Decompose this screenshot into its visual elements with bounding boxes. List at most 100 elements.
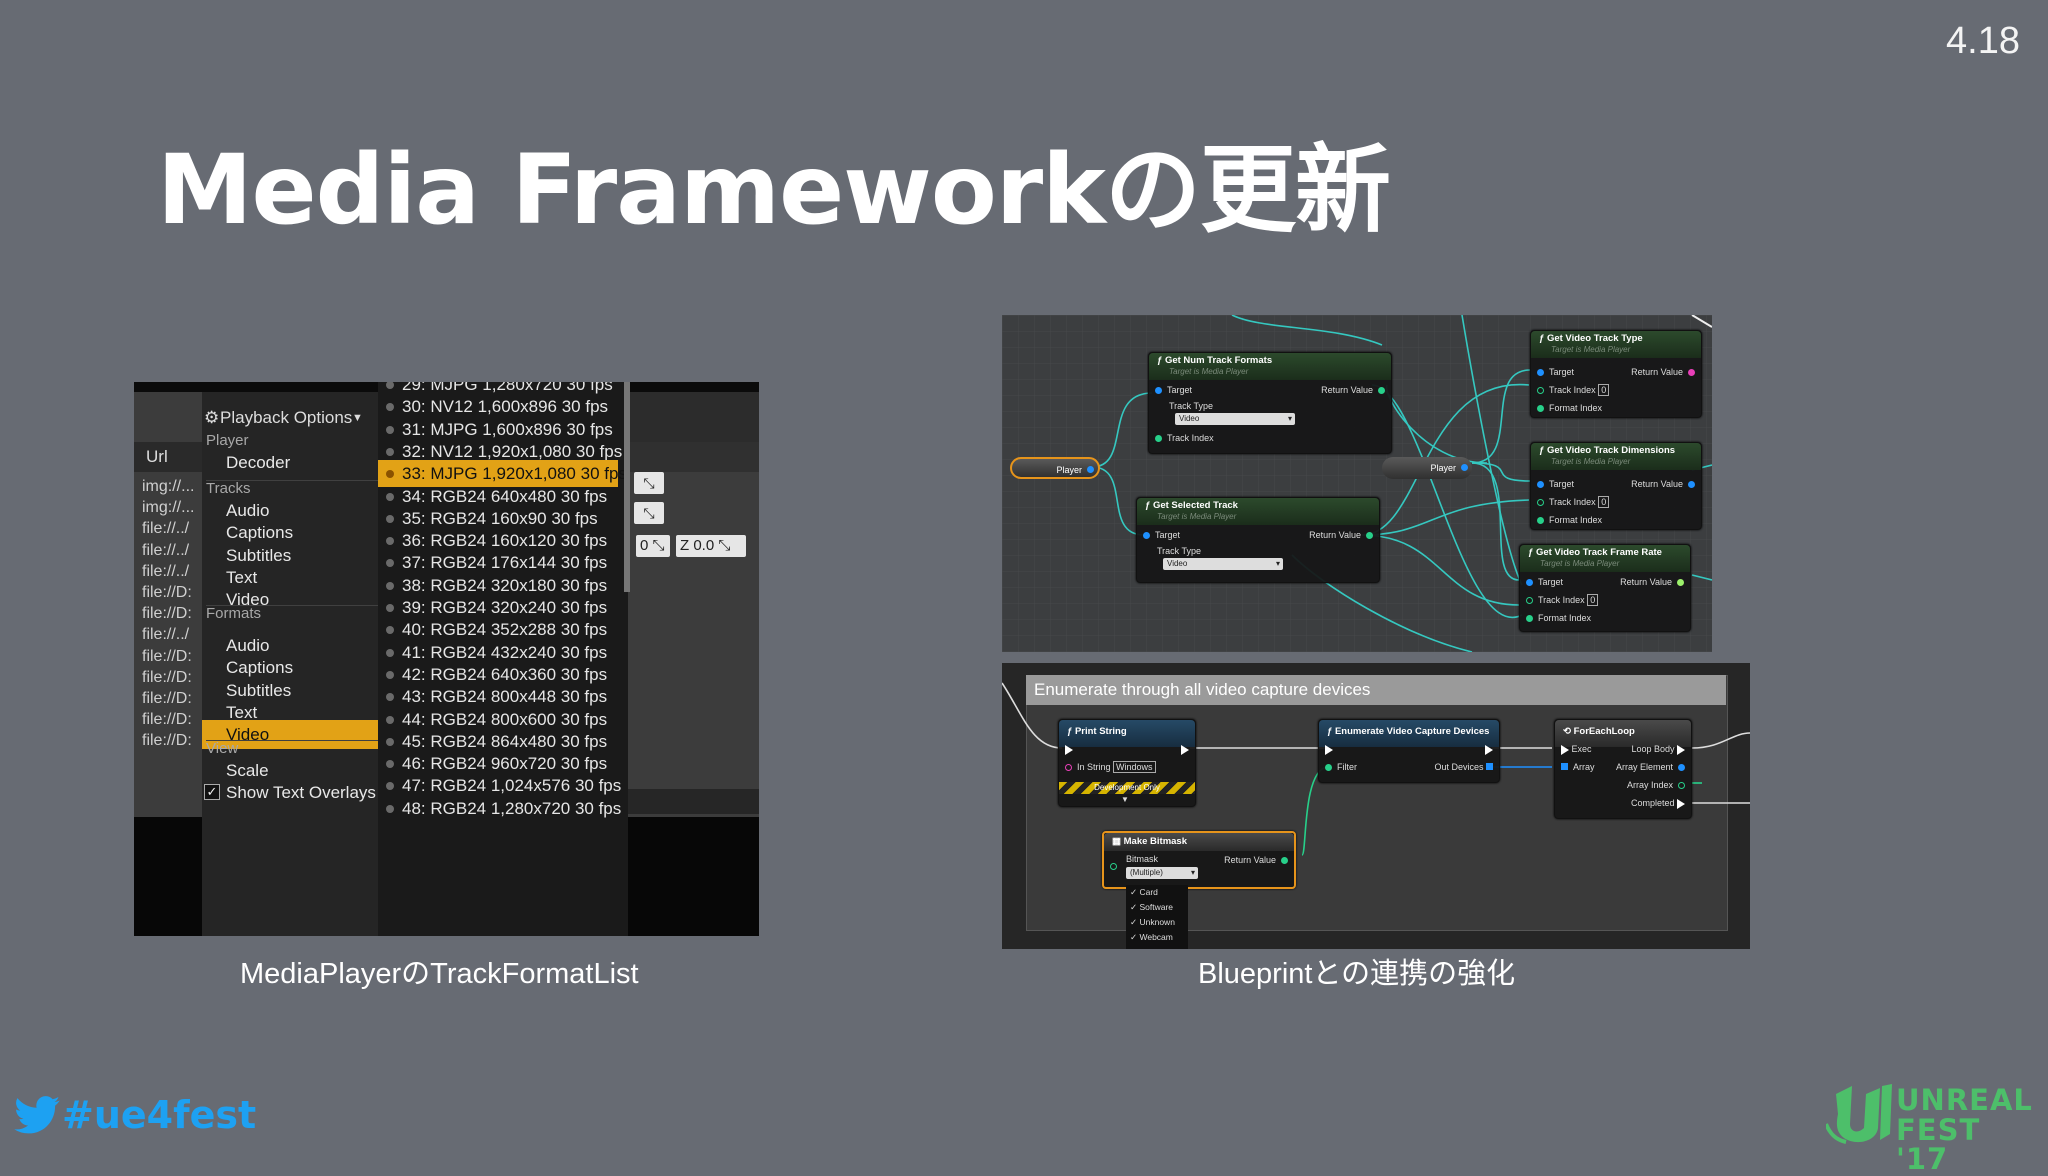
node-get-num-track-formats[interactable]: ƒ Get Num Track Formats Target is Media … [1148,352,1392,454]
exec-in-pin[interactable] [1065,744,1073,755]
node-get-video-track-dimensions[interactable]: ƒ Get Video Track Dimensions Target is M… [1530,442,1702,530]
url-list-item[interactable]: img://... [142,478,195,495]
pin-array[interactable]: Array [1561,762,1595,772]
track-format-item[interactable]: 42: RGB24 640x360 30 fps [378,661,618,688]
url-list-item[interactable]: file://D: [142,647,192,665]
pin-return-value[interactable]: Return Value [1620,577,1684,587]
pin-format-index[interactable]: Format Index [1526,613,1591,623]
track-format-item[interactable]: 41: RGB24 432x240 30 fps [378,639,618,666]
exec-out-pin[interactable] [1181,744,1189,755]
track-format-item[interactable]: 32: NV12 1,920x1,080 30 fps [378,438,622,465]
expand-icon-2[interactable]: ⤡ [634,502,664,524]
bitmask-option[interactable]: ✓ Card [1130,887,1158,898]
track-format-item[interactable]: 39: RGB24 320x240 30 fps [378,594,618,621]
expand-icon[interactable]: ⤡ [634,472,664,494]
track-format-item[interactable]: 36: RGB24 160x120 30 fps [378,527,618,554]
in-string-value[interactable]: Windows [1113,761,1156,773]
bitmask-option[interactable]: ✓ Software [1130,902,1173,913]
track-format-item[interactable]: 37: RGB24 176x144 30 fps [378,549,618,576]
pin-loop-body[interactable]: Loop Body [1631,744,1685,755]
url-list-item[interactable]: file://D: [142,605,192,623]
track-type-dropdown[interactable]: Video▾ [1163,558,1283,570]
pin-return-value[interactable]: Return Value [1224,855,1288,865]
pin-return-value[interactable]: Return Value [1631,367,1695,377]
track-format-item[interactable]: 31: MJPG 1,600x896 30 fps [378,416,618,443]
menu-item-show-text-overlays[interactable]: ✓ Show Text Overlays [202,778,510,807]
comment-header[interactable]: Enumerate through all video capture devi… [1026,675,1726,705]
track-format-item[interactable]: 44: RGB24 800x600 30 fps [378,706,618,733]
hashtag[interactable]: #ue4fest [62,1093,257,1137]
pin-filter[interactable]: Filter [1325,762,1357,772]
node-get-video-track-frame-rate[interactable]: ƒ Get Video Track Frame Rate Target is M… [1519,544,1691,632]
url-list-item[interactable]: img://... [142,499,195,517]
pin-exec[interactable]: Exec [1561,744,1592,755]
url-list-item[interactable]: file://D: [142,711,192,729]
track-format-item[interactable]: 46: RGB24 960x720 30 fps [378,750,618,777]
pin-array-element[interactable]: Array Element [1616,762,1685,772]
url-list-item[interactable]: file://../ [142,626,190,644]
url-list-item[interactable]: file://D: [142,584,192,602]
pin-return-value[interactable]: Return Value [1309,530,1373,540]
track-format-item[interactable]: 47: RGB24 1,024x576 30 fps [378,772,621,799]
bitmask-option[interactable]: ✓ Webcam [1130,932,1173,943]
bitmask-pin[interactable] [1110,861,1122,871]
track-index-value[interactable]: 0 [1598,496,1610,508]
track-format-item[interactable]: 48: RGB24 1,280x720 30 fps [378,795,621,822]
node-foreach-loop[interactable]: ⟲ ForEachLoop Exec Loop Body Array Array… [1554,719,1692,819]
url-list-item[interactable]: file://D: [142,668,192,686]
exec-in-pin[interactable] [1325,744,1333,755]
pin-out-devices[interactable]: Out Devices [1434,762,1493,772]
pin-target[interactable]: Target [1537,367,1574,377]
node-get-selected-track[interactable]: ƒ Get Selected Track Target is Media Pla… [1136,497,1380,583]
node-print-string[interactable]: ƒ Print String In String Windows Develop… [1058,719,1196,807]
url-list-item[interactable]: file://../ [142,541,190,559]
node-get-video-track-type[interactable]: ƒ Get Video Track Type Target is Media P… [1530,330,1702,418]
player-variable-node-left[interactable]: Player [1010,457,1100,479]
pin-return-value[interactable]: Return Value [1321,385,1385,395]
url-list-item[interactable]: file://D: [142,690,192,708]
track-format-item[interactable]: 30: NV12 1,600x896 30 fps [378,393,618,420]
pin-target[interactable]: Target [1526,577,1563,587]
node-make-bitmask[interactable]: ▦ Make Bitmask Bitmask (Multiple)▾ Retur… [1102,831,1296,889]
node-enumerate-video-capture-devices[interactable]: ƒ Enumerate Video Capture Devices Filter… [1318,719,1500,783]
pin-completed[interactable]: Completed [1631,798,1685,809]
playback-options-button[interactable]: ⚙ Playback Options ▼ [202,404,510,432]
pin-return-value[interactable]: Return Value [1631,479,1695,489]
track-format-item[interactable]: 40: RGB24 352x288 30 fps [378,616,618,643]
track-type-dropdown[interactable]: Video▾ [1175,413,1295,425]
exec-out-pin[interactable] [1485,744,1493,755]
expand-chevron-icon[interactable]: ▼ [1121,795,1129,804]
pin-target[interactable]: Target [1143,530,1180,540]
track-format-item[interactable]: 43: RGB24 800x448 30 fps [378,683,618,710]
track-format-item[interactable]: 35: RGB24 160x90 30 fps [378,505,618,532]
track-format-item[interactable]: 45: RGB24 864x480 30 fps [378,728,618,755]
url-list-item[interactable]: file://../ [142,520,190,538]
pin-track-index[interactable]: Track Index 0 [1537,384,1610,396]
pin-track-index[interactable]: Track Index 0 [1526,594,1599,606]
track-format-item[interactable]: 38: RGB24 320x180 30 fps [378,572,618,599]
pin-format-index[interactable]: Format Index [1537,403,1602,413]
player-variable-node-right[interactable]: Player [1382,457,1472,479]
pin-track-index[interactable]: Track Index [1155,433,1214,443]
track-format-item[interactable]: 34: RGB24 640x480 30 fps [378,483,618,510]
bitmask-dropdown[interactable]: (Multiple)▾ [1126,867,1198,879]
url-list-item[interactable]: file://D: [142,732,192,750]
url-column-header[interactable]: Url [134,442,204,472]
object-pin[interactable] [1461,464,1468,471]
track-index-value[interactable]: 0 [1587,594,1599,606]
pin-track-index[interactable]: Track Index 0 [1537,496,1610,508]
bitmask-option[interactable]: ✓ Unknown [1130,917,1175,928]
offset-field[interactable]: 0 ⤡ [636,535,670,557]
checkbox-checked-icon[interactable]: ✓ [204,784,220,800]
scrollbar[interactable] [624,382,630,592]
track-format-item-selected[interactable]: 33: MJPG 1,920x1,080 30 fps [378,460,627,488]
z-field[interactable]: Z 0.0 ⤡ [676,535,746,557]
pin-target[interactable]: Target [1155,385,1192,395]
track-index-value[interactable]: 0 [1598,384,1610,396]
pin-array-index[interactable]: Array Index [1627,780,1685,790]
track-format-item[interactable]: 29: MJPG 1,280x720 30 fps [378,382,618,398]
object-pin[interactable] [1087,466,1094,473]
url-list-item[interactable]: file://../ [142,562,190,580]
pin-format-index[interactable]: Format Index [1537,515,1602,525]
pin-target[interactable]: Target [1537,479,1574,489]
